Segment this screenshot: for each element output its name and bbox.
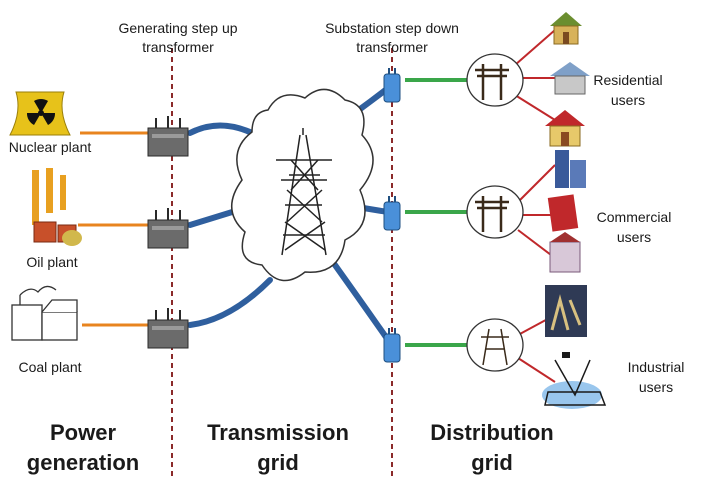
office-building-icon — [547, 150, 586, 273]
industrial-label-1: Industrial — [628, 359, 685, 375]
utility-pole-icon — [466, 53, 524, 372]
nuclear-plant-icon — [9, 91, 71, 136]
section-power-2: generation — [27, 450, 139, 475]
section-transmission-1: Transmission — [207, 420, 349, 445]
section-distribution-2: grid — [471, 450, 513, 475]
oil-plant-label: Oil plant — [26, 254, 77, 270]
oil-plant-icon — [32, 168, 82, 246]
commercial-label-2: users — [617, 229, 651, 245]
step-down-transformer-icon — [383, 68, 401, 363]
substation-label-2: transformer — [356, 39, 428, 55]
factory-icon — [542, 285, 607, 409]
generating-label-1: Generating step up — [118, 20, 237, 36]
residential-label-2: users — [611, 92, 645, 108]
transmission-cloud — [230, 88, 374, 282]
user-lines — [514, 29, 556, 383]
distribution-lines — [405, 78, 472, 347]
nuclear-plant-label: Nuclear plant — [9, 139, 92, 155]
step-up-transformer-icon — [147, 116, 189, 349]
section-distribution-1: Distribution — [430, 420, 553, 445]
section-power-1: Power — [50, 420, 116, 445]
generating-label-2: transformer — [142, 39, 214, 55]
section-transmission-2: grid — [257, 450, 299, 475]
coal-plant-icon — [11, 285, 78, 341]
house-icon — [545, 12, 590, 147]
commercial-label-1: Commercial — [597, 209, 672, 225]
residential-label-1: Residential — [593, 72, 662, 88]
transmission-tower-icon — [276, 128, 332, 256]
industrial-label-2: users — [639, 379, 673, 395]
coal-plant-label: Coal plant — [18, 359, 81, 375]
substation-label-1: Substation step down — [325, 20, 459, 36]
